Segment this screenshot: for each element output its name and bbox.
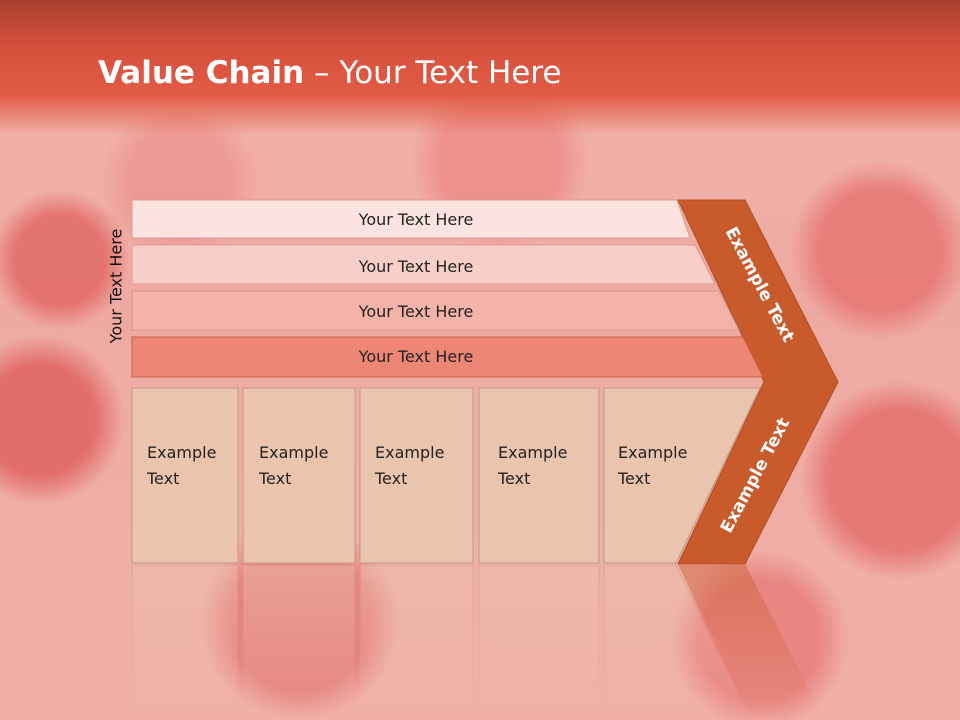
svg-text:Example: Example — [259, 443, 328, 462]
svg-text:Text: Text — [258, 469, 291, 488]
bar-3-label: Your Text Here — [358, 302, 474, 321]
box-1: Example Text — [131, 387, 239, 564]
bar-4-label: Your Text Here — [358, 347, 474, 366]
svg-text:Text: Text — [146, 469, 179, 488]
box-3: Example Text — [359, 387, 474, 564]
svg-text:Text: Text — [374, 469, 407, 488]
bar-2-label: Your Text Here — [358, 257, 474, 276]
bar-1: Your Text Here — [131, 199, 691, 239]
bar-1-label: Your Text Here — [358, 210, 474, 229]
svg-text:Text: Text — [497, 469, 530, 488]
svg-text:Example: Example — [618, 443, 687, 462]
bar-3: Your Text Here — [131, 290, 740, 331]
svg-text:Text: Text — [617, 469, 650, 488]
reflection — [131, 564, 825, 720]
bar-2: Your Text Here — [131, 244, 716, 285]
page-title: Value Chain – Your Text Here — [98, 55, 562, 91]
svg-text:Example: Example — [498, 443, 567, 462]
svg-text:Example: Example — [147, 443, 216, 462]
box-4: Example Text — [478, 387, 600, 564]
box-5: Example Text — [603, 387, 761, 564]
box-2: Example Text — [242, 387, 356, 564]
bar-4: Your Text Here — [131, 336, 764, 378]
title-band — [0, 0, 960, 135]
svg-text:Example: Example — [375, 443, 444, 462]
